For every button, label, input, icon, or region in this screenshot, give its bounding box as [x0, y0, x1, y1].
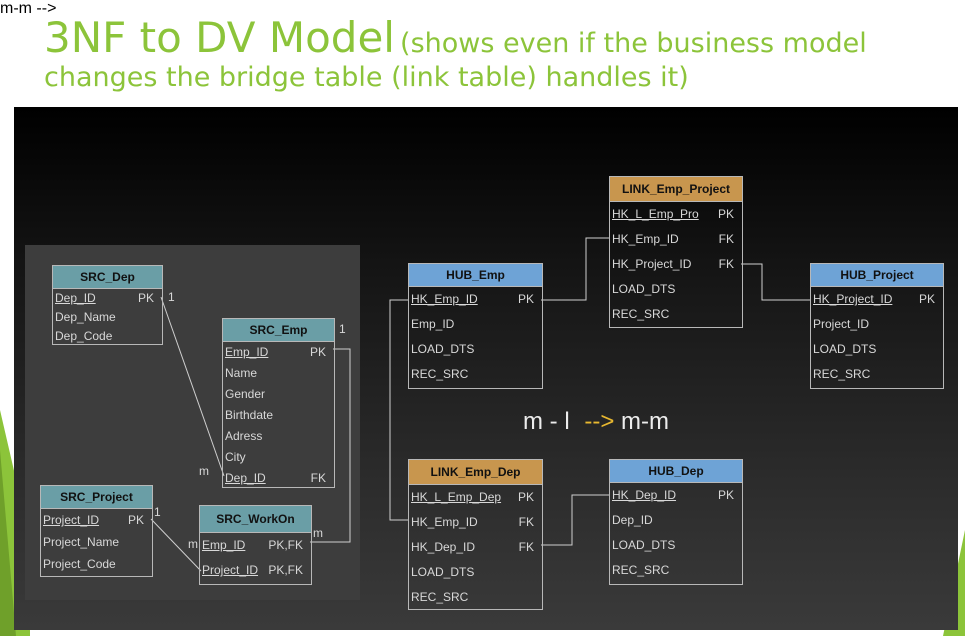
table-row: REC_SRC — [411, 367, 469, 381]
table-row: REC_SRC — [612, 307, 670, 321]
table-header: HUB_Dep — [610, 460, 742, 483]
cardinality-workon-emp-many: m — [188, 537, 198, 551]
table-row: LOAD_DTS — [612, 282, 676, 296]
table-row: Birthdate — [225, 408, 274, 422]
table-row: Emp_ID — [411, 317, 455, 331]
title-sub-line2: changes the bridge table (link table) ha… — [44, 62, 689, 94]
cardinality-dep-one: 1 — [168, 290, 175, 304]
table-row: LOAD_DTS — [813, 342, 877, 356]
table-row: City — [225, 450, 246, 464]
table-row: Gender — [225, 387, 266, 401]
source-model-area — [25, 245, 360, 600]
transition-to: m-m — [621, 408, 669, 435]
table-row: Project_Name — [43, 535, 120, 549]
transition-from: m - l — [523, 408, 570, 435]
table-header: LINK_Emp_Dep — [409, 460, 542, 485]
table-row: Name — [225, 366, 258, 380]
table-row: Dep_Name — [55, 310, 116, 324]
table-header: HUB_Project — [811, 264, 943, 287]
table-row: Dep_ID — [612, 513, 653, 527]
table-row: REC_SRC — [813, 367, 871, 381]
title-sub-line1: (shows even if the business model — [400, 28, 867, 59]
table-header: HUB_Emp — [409, 264, 542, 287]
cardinality-emp-one: 1 — [339, 322, 346, 336]
transition-label: m - l --> m-m — [523, 408, 669, 436]
table-row: LOAD_DTS — [612, 538, 676, 552]
table-row: Dep_Code — [55, 329, 113, 343]
slide-title: 3NF to DV Model (shows even if the busin… — [44, 14, 959, 93]
table-header: SRC_Dep — [53, 266, 162, 289]
table-row: LOAD_DTS — [411, 565, 475, 579]
table-row: Project_Code — [43, 557, 116, 571]
table-row: REC_SRC — [411, 590, 469, 604]
table-header: SRC_WorkOn — [200, 506, 311, 533]
table-header: SRC_Emp — [223, 319, 334, 342]
table-row: Adress — [225, 429, 263, 443]
table-header: LINK_Emp_Project — [610, 177, 742, 202]
table-header: SRC_Project — [41, 486, 152, 509]
title-main: 3NF to DV Model — [44, 13, 395, 62]
cardinality-workon-project-many: m — [313, 526, 323, 540]
table-row: LOAD_DTS — [411, 342, 475, 356]
table-row: Project_ID — [813, 317, 870, 331]
cardinality-project-one: 1 — [154, 505, 161, 519]
table-row: REC_SRC — [612, 563, 670, 577]
cardinality-emp-many: m — [199, 464, 209, 478]
transition-arrow: --> — [584, 408, 615, 435]
